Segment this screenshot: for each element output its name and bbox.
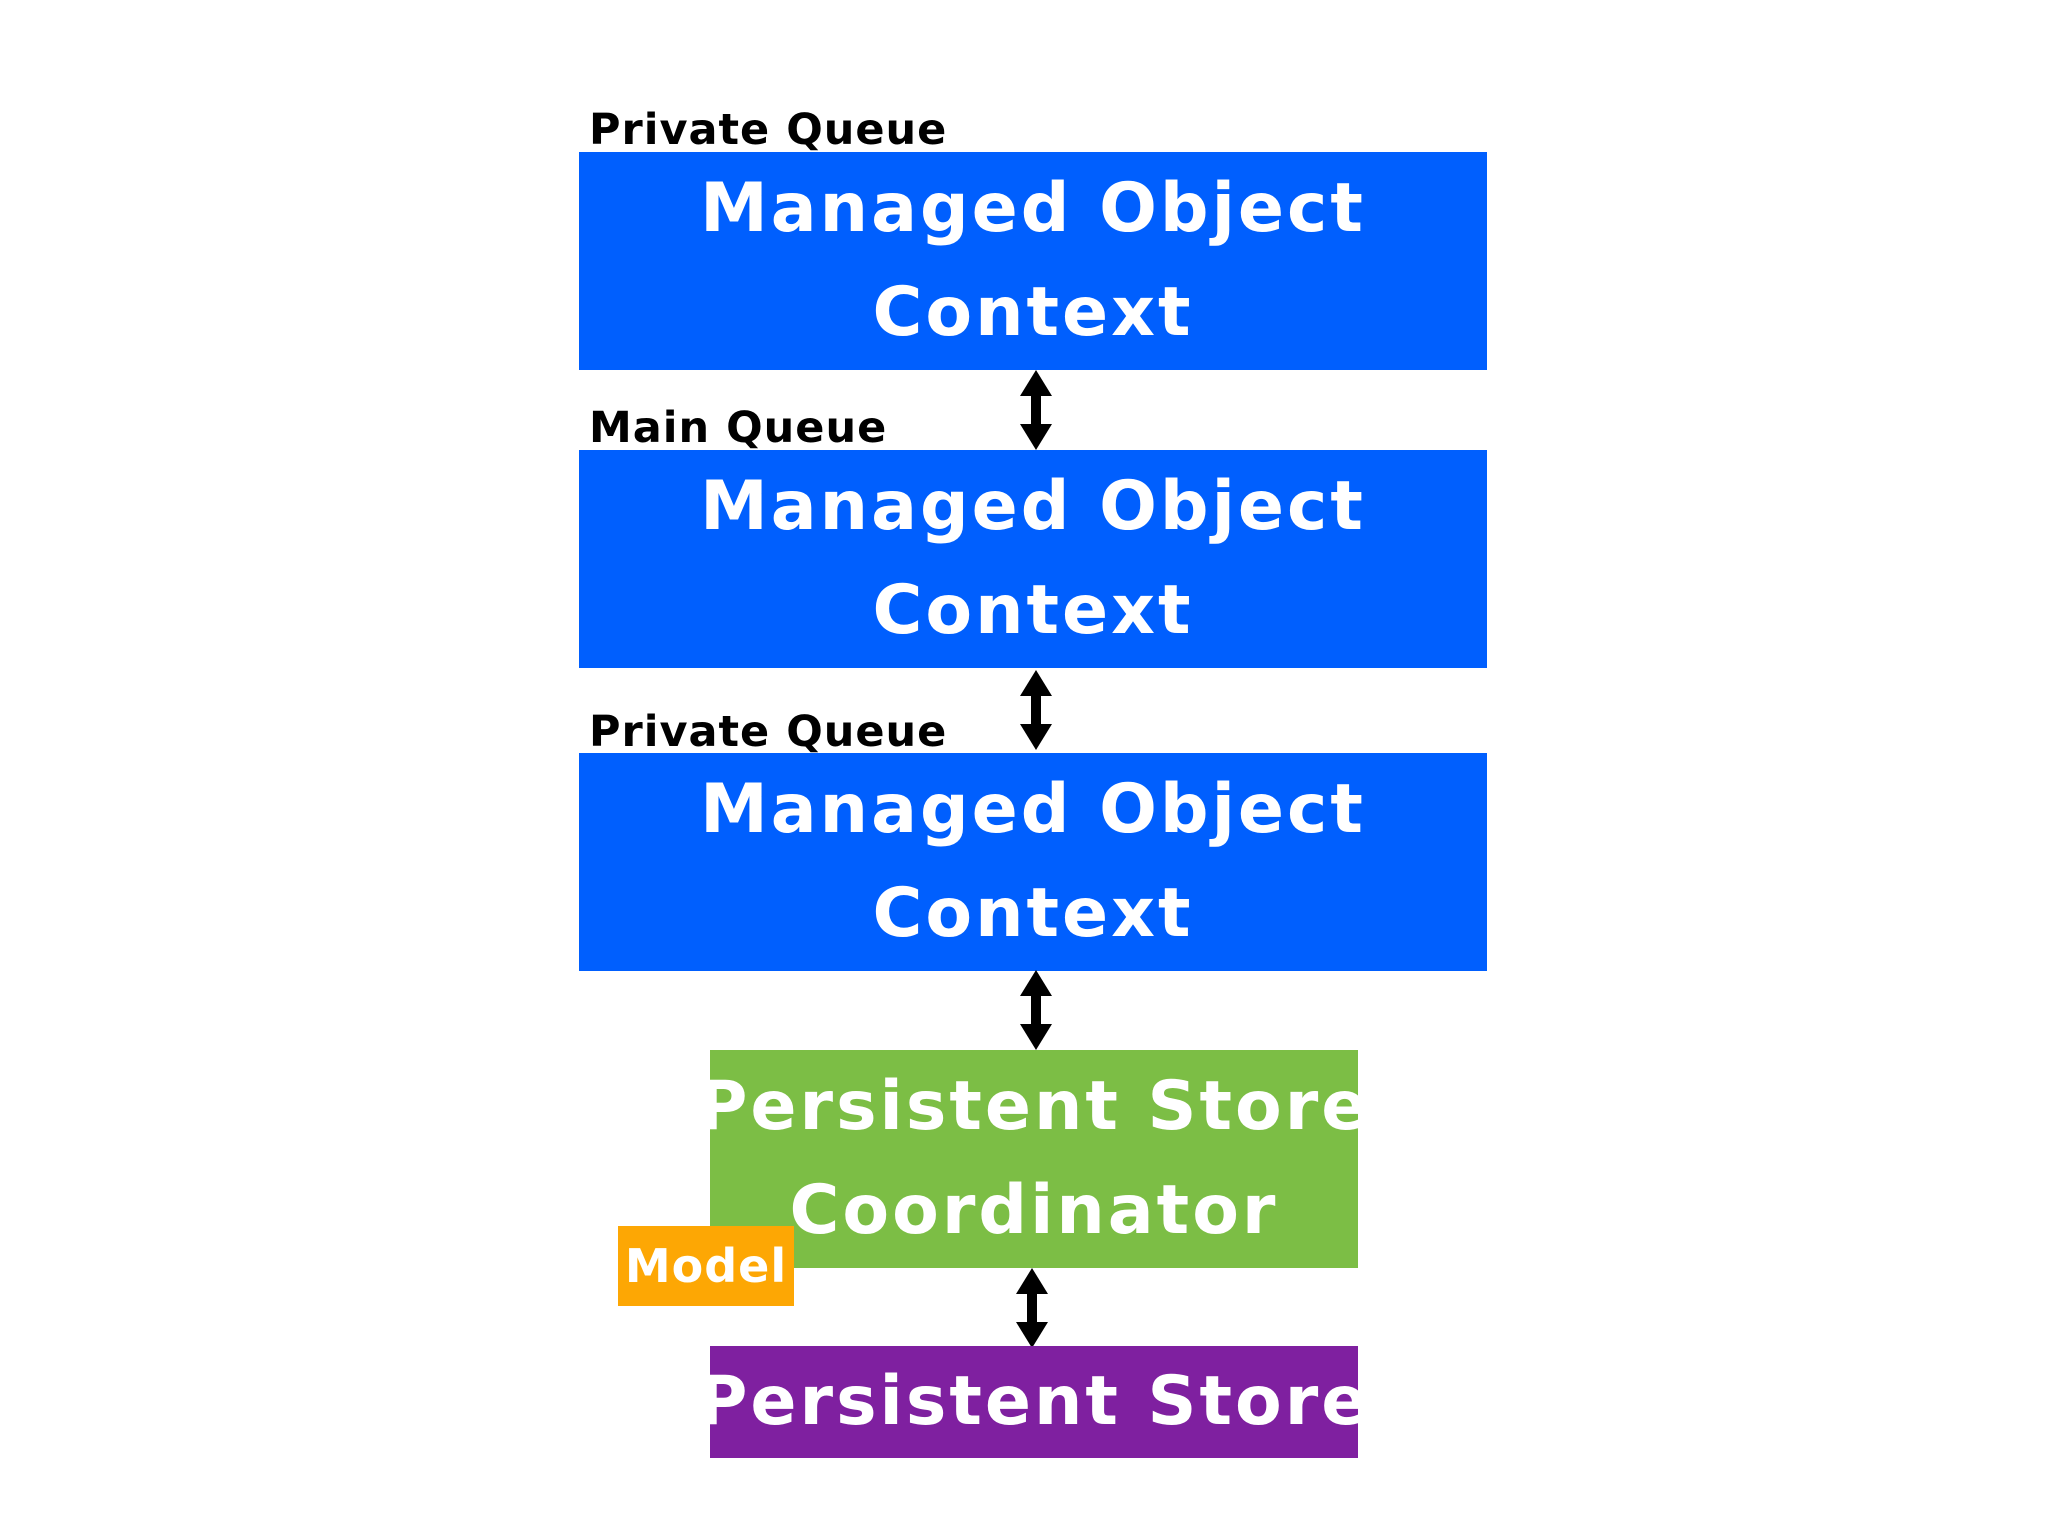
arrow-head-up bbox=[1020, 370, 1052, 396]
context-title-line-2: Context bbox=[872, 273, 1194, 352]
context-title-line-2: Context bbox=[872, 571, 1194, 650]
double-arrow-icon-2 bbox=[1020, 670, 1052, 750]
arrow-shaft bbox=[1031, 694, 1041, 726]
coordinator-title-line-2: Coordinator bbox=[789, 1171, 1279, 1250]
arrow-shaft bbox=[1027, 1292, 1037, 1324]
context-title-line-1: Managed Object bbox=[700, 770, 1366, 849]
managed-object-context-box-2: Managed Object Context bbox=[579, 450, 1487, 668]
context-title-line-2: Context bbox=[872, 874, 1194, 953]
double-arrow-icon-4 bbox=[1016, 1268, 1048, 1348]
double-arrow-icon-1 bbox=[1020, 370, 1052, 450]
persistent-store-box: Persistent Store bbox=[698, 1346, 1367, 1458]
arrow-head-up bbox=[1020, 670, 1052, 696]
coordinator-title-line-1: Persistent Store bbox=[697, 1067, 1371, 1146]
arrow-head-down bbox=[1020, 424, 1052, 450]
arrow-shaft bbox=[1031, 994, 1041, 1026]
context-title-line-1: Managed Object bbox=[700, 467, 1366, 546]
arrow-head-down bbox=[1020, 1024, 1052, 1050]
model-badge: Model bbox=[618, 1226, 794, 1306]
arrow-head-down bbox=[1016, 1322, 1048, 1348]
queue-label-main: Main Queue bbox=[589, 403, 888, 453]
context-title-line-1: Managed Object bbox=[700, 169, 1366, 248]
store-title: Persistent Store bbox=[697, 1362, 1371, 1441]
managed-object-context-box-3: Managed Object Context bbox=[579, 753, 1487, 971]
double-arrow-icon-3 bbox=[1020, 970, 1052, 1050]
queue-label-private-2: Private Queue bbox=[589, 707, 948, 757]
queue-label-private-1: Private Queue bbox=[589, 105, 948, 155]
arrow-head-up bbox=[1016, 1268, 1048, 1294]
managed-object-context-box-1: Managed Object Context bbox=[579, 152, 1487, 370]
arrow-head-down bbox=[1020, 724, 1052, 750]
persistent-store-coordinator-box: Persistent Store Coordinator bbox=[698, 1050, 1367, 1268]
arrow-head-up bbox=[1020, 970, 1052, 996]
arrow-shaft bbox=[1031, 394, 1041, 426]
